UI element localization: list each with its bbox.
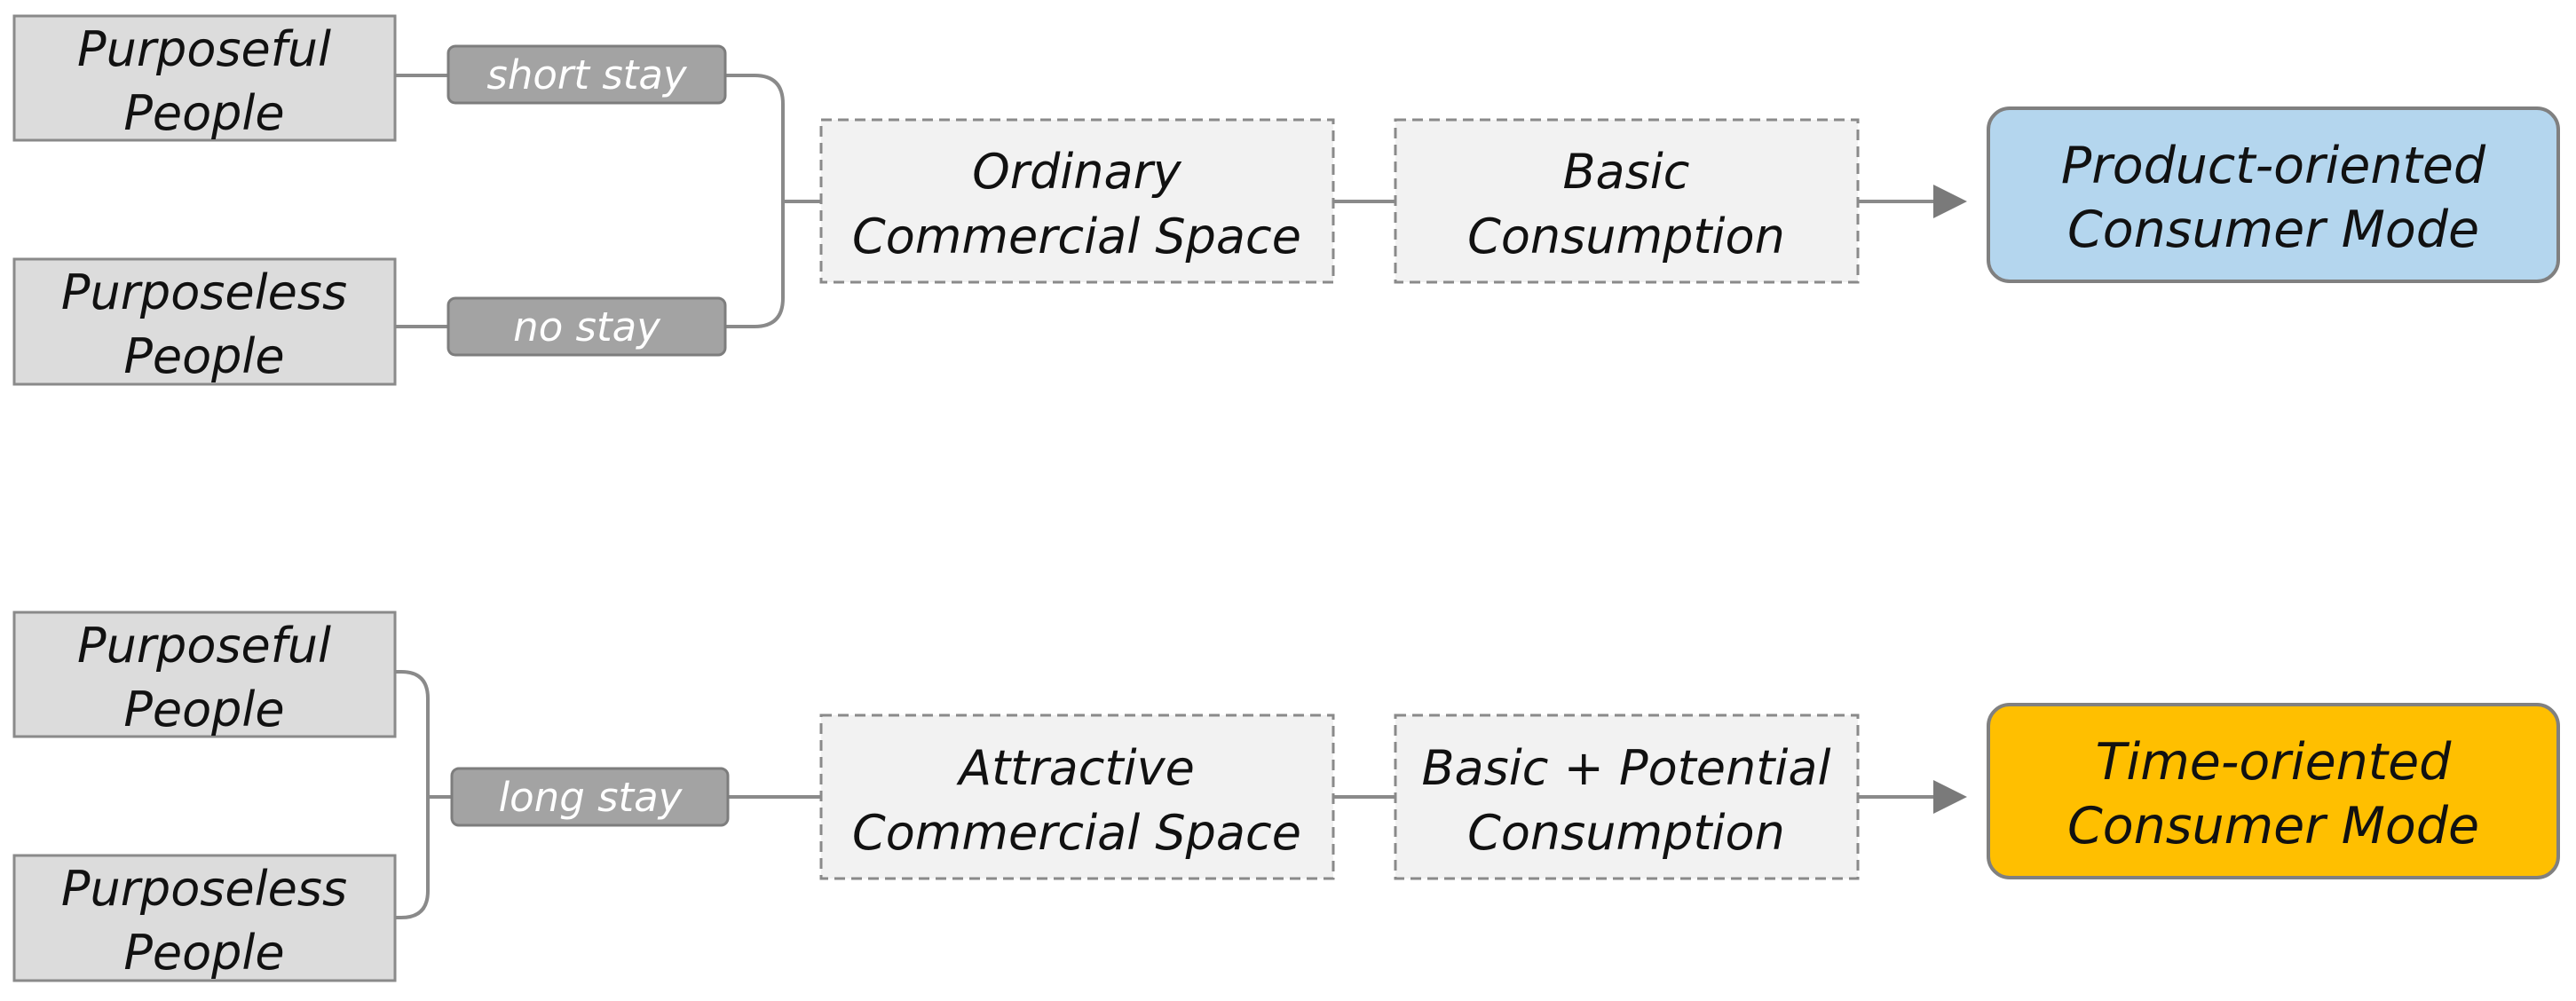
purposeful-people-2-line1: Purposeful [77, 618, 331, 674]
no-stay-label: no stay [513, 303, 661, 351]
basic-consumption-box: Basic Consumption [1394, 118, 1860, 284]
time-mode-line1: Time-oriented [2096, 733, 2453, 792]
attractive-space-line1: Attractive [956, 740, 1195, 796]
time-mode-line2: Consumer Mode [2067, 797, 2479, 855]
row-product-oriented: Purposeful People Purposeless People sho… [12, 14, 2560, 386]
purposeless-people-box: Purposeless People [12, 257, 397, 386]
ordinary-space-line2: Commercial Space [852, 209, 1301, 264]
ordinary-commercial-space-box: Ordinary Commercial Space [819, 118, 1335, 284]
potential-consumption-line1: Basic + Potential [1421, 740, 1830, 796]
product-mode-line2: Consumer Mode [2067, 201, 2479, 259]
basic-consumption-line1: Basic [1563, 144, 1690, 200]
purposeless-people-line1: Purposeless [61, 264, 347, 320]
no-stay-pill: no stay [446, 296, 727, 357]
purposeful-people-box-2: Purposeful People [12, 611, 397, 738]
connector-stays-merge [725, 74, 785, 328]
time-oriented-mode-box: Time-oriented Consumer Mode [1987, 703, 2560, 879]
long-stay-pill: long stay [450, 767, 730, 827]
purposeless-people-box-2: Purposeless People [12, 854, 397, 982]
product-oriented-mode-box: Product-oriented Consumer Mode [1987, 106, 2560, 283]
basic-consumption-line2: Consumption [1467, 209, 1785, 264]
long-stay-label: long stay [499, 774, 684, 821]
row-time-oriented: Purposeful People Purposeless People lon… [12, 611, 2560, 982]
purposeful-people-line1: Purposeful [77, 21, 331, 77]
attractive-commercial-space-box: Attractive Commercial Space [819, 713, 1335, 880]
short-stay-label: short stay [486, 51, 688, 99]
potential-consumption-line2: Consumption [1467, 805, 1785, 861]
ordinary-space-line1: Ordinary [972, 144, 1182, 200]
product-mode-line1: Product-oriented [2061, 137, 2486, 195]
connector-people-merge [395, 670, 430, 919]
short-stay-pill: short stay [446, 44, 727, 105]
potential-consumption-box: Basic + Potential Consumption [1394, 713, 1860, 880]
purposeful-people-box: Purposeful People [12, 14, 397, 142]
purposeless-people-2-line2: People [123, 925, 284, 981]
purposeless-people-line2: People [123, 328, 284, 384]
arrow-head-product-mode [1933, 185, 1967, 218]
attractive-space-line2: Commercial Space [852, 805, 1301, 861]
purposeless-people-2-line1: Purposeless [61, 861, 347, 917]
purposeful-people-line2: People [123, 85, 284, 141]
arrow-head-time-mode [1933, 780, 1967, 814]
purposeful-people-2-line2: People [123, 682, 284, 737]
